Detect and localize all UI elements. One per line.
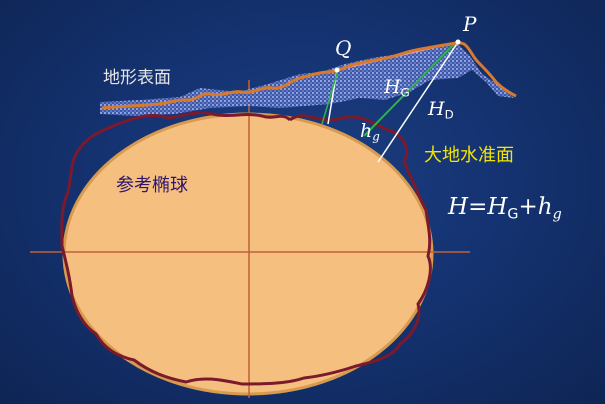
point-p-label: P — [463, 12, 477, 36]
geoid-curve — [60, 111, 432, 386]
formula-plus: + — [518, 194, 538, 220]
normal-height-label: HD — [428, 100, 454, 121]
ellipsoidal-height-line-p — [377, 41, 459, 163]
plumb-line-q — [321, 69, 339, 125]
normal-height-subscript: D — [444, 107, 454, 122]
geodetic-height-subscript: G — [400, 85, 410, 100]
terrain-surface-label: 地形表面 — [103, 68, 171, 88]
point-q-label: Q — [335, 36, 352, 60]
geoid-undulation-subscript: g — [372, 129, 380, 144]
geoid-label: 大地水准面 — [424, 145, 514, 166]
formula-term1-subscript: G — [507, 206, 519, 223]
terrain-surface-line — [101, 41, 517, 110]
reference-ellipsoid — [62, 112, 434, 396]
point-q-marker — [334, 67, 340, 73]
normal-height-symbol: H — [428, 98, 445, 120]
height-formula: H=HG+hg — [448, 196, 562, 222]
geoid-undulation-label: hg — [360, 122, 380, 143]
terrain-shading — [100, 44, 514, 116]
formula-term1: H — [487, 194, 508, 220]
formula-term2-subscript: g — [552, 206, 562, 223]
formula-equals: = — [468, 194, 488, 220]
geoid-undulation-symbol: h — [360, 120, 373, 142]
point-p-marker — [455, 39, 461, 45]
formula-lhs: H — [448, 194, 469, 220]
geodetic-height-symbol: H — [384, 76, 401, 98]
reference-ellipsoid-label: 参考椭球 — [116, 175, 188, 196]
orthometric-height-line-p — [363, 41, 457, 137]
geodetic-height-label: HG — [384, 78, 410, 99]
formula-term2: h — [537, 194, 553, 220]
